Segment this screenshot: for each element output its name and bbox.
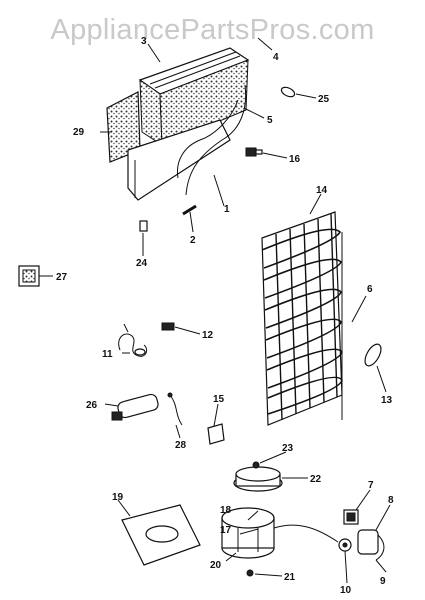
relay-part[interactable]: [343, 509, 359, 525]
callout-22: 22: [310, 474, 322, 485]
evaporator-part[interactable]: [138, 47, 250, 146]
condenser-clip-part[interactable]: [362, 342, 384, 369]
callout-28: 28: [175, 440, 187, 451]
callout-4: 4: [273, 52, 279, 63]
thermostat-sensor-part[interactable]: [280, 85, 296, 98]
callout-18: 18: [220, 505, 232, 516]
capacitor-part[interactable]: [111, 393, 159, 421]
wire-harness-part[interactable]: [118, 323, 148, 357]
callout-23: 23: [282, 443, 294, 454]
callout-19: 19: [112, 492, 124, 503]
callout-1: 1: [224, 204, 230, 215]
callout-10: 10: [340, 585, 352, 596]
compressor-part[interactable]: [221, 507, 275, 559]
leader-lines: [39, 37, 391, 584]
callout-2: 2: [190, 235, 196, 246]
wire-clip-part[interactable]: [139, 220, 148, 232]
callout-25: 25: [318, 94, 330, 105]
callout-17: 17: [220, 525, 232, 536]
drain-tube-part[interactable]: [182, 204, 197, 216]
callout-3: 3: [141, 36, 147, 47]
mounting-bracket-part[interactable]: [18, 265, 40, 287]
callout-29: 29: [73, 127, 85, 138]
callout-11: 11: [102, 349, 113, 360]
mounting-foot-part[interactable]: [246, 569, 254, 577]
callout-7: 7: [368, 480, 374, 491]
callout-20: 20: [210, 560, 222, 571]
callout-27: 27: [56, 272, 68, 283]
relay-clip-part[interactable]: [161, 322, 175, 331]
callout-15: 15: [213, 394, 225, 405]
capacitor-wire-part[interactable]: [167, 392, 183, 426]
screw-part[interactable]: [252, 461, 260, 469]
tube-clip-part[interactable]: [245, 147, 263, 157]
relay-bracket-part[interactable]: [207, 423, 225, 445]
callout-13: 13: [381, 395, 393, 406]
callout-6: 6: [367, 284, 373, 295]
callout-9: 9: [380, 576, 386, 587]
callout-16: 16: [289, 154, 301, 165]
callout-8: 8: [388, 495, 394, 506]
callout-5: 5: [267, 115, 273, 126]
callout-21: 21: [284, 572, 296, 583]
compressor-base-plate-part[interactable]: [121, 504, 201, 566]
callout-labels: 29 3 4 25 5 16 1 2 24 27 14 6 13 12 11 2…: [56, 36, 394, 596]
callout-24: 24: [136, 258, 148, 269]
watermark-text: AppliancePartsPros.com: [50, 14, 375, 46]
suction-line-part[interactable]: [185, 84, 247, 196]
overload-protector-part[interactable]: [357, 529, 385, 561]
callout-26: 26: [86, 400, 98, 411]
compressor-grommet-part[interactable]: [233, 466, 283, 492]
capillary-tube-part[interactable]: [176, 99, 239, 179]
callout-12: 12: [202, 330, 214, 341]
condenser-coil-part[interactable]: [261, 211, 343, 426]
callout-14: 14: [316, 185, 328, 196]
relay-cover-part[interactable]: [338, 538, 352, 552]
